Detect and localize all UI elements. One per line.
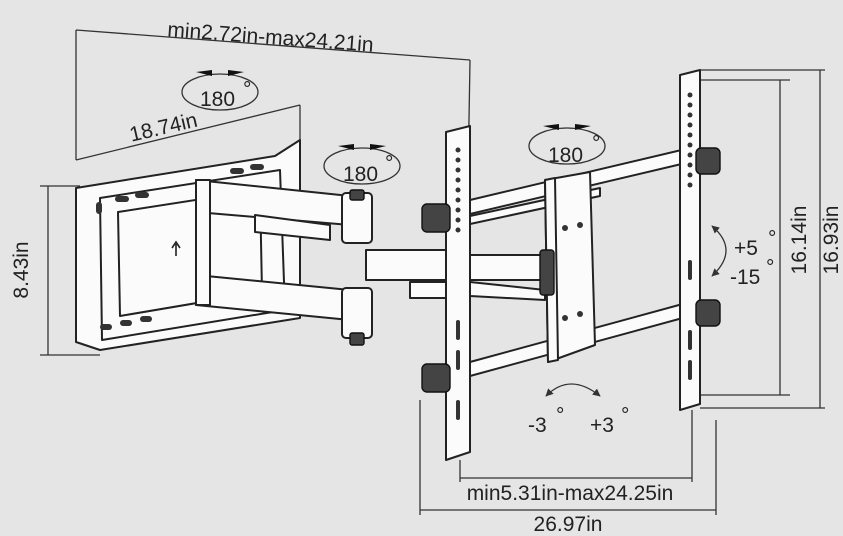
wall-width-label: 18.74in: [127, 109, 199, 147]
swivel-indicator-3: 180 °: [528, 124, 606, 167]
total-width-dimension: [419, 400, 717, 515]
rotate-left-label: -3: [528, 414, 547, 437]
wall-height-dimension: [40, 185, 100, 356]
tv-height-label: 16.93in: [820, 206, 843, 275]
swivel-label-1: 180: [200, 88, 235, 111]
swivel-label-3: 180: [548, 144, 583, 167]
swivel-label-2: 180: [343, 163, 378, 186]
tv-rail-height-dimension: [690, 79, 790, 396]
tilt-head: [539, 171, 596, 363]
left-vertical-rail: [421, 125, 471, 461]
degree-symbol-7: °: [621, 404, 629, 427]
wall-height-label: 8.43in: [10, 241, 33, 298]
degree-symbol-3: °: [592, 132, 600, 155]
swivel-indicator-1: 180 °: [181, 70, 259, 111]
wall-plate: [75, 139, 301, 351]
tv-rail-height-label: 16.14in: [788, 206, 811, 275]
right-vertical-rail: [679, 69, 721, 411]
rotation-indicator: -3 ° +3 °: [528, 383, 629, 437]
wall-width-dimension: [75, 104, 301, 161]
vesa-width-dimension: [459, 410, 693, 482]
first-arm: [195, 179, 373, 346]
degree-symbol-2: °: [385, 152, 393, 175]
swivel-indicator-2: 180 °: [323, 144, 401, 186]
degree-symbol-5: °: [766, 256, 774, 279]
vesa-width-label: min5.31in-max24.25in: [467, 482, 674, 505]
degree-symbol-1: °: [243, 78, 251, 101]
rotate-right-label: +3: [590, 414, 614, 437]
tilt-indicator: +5 ° -15 °: [711, 225, 776, 289]
total-width-label: 26.97in: [534, 513, 603, 536]
degree-symbol-4: °: [768, 227, 776, 250]
degree-symbol-6: °: [556, 404, 564, 427]
tv-height-dimension: [700, 69, 825, 409]
top-span-label: min2.72in-max24.21in: [167, 18, 375, 56]
tilt-down-label: -15: [730, 266, 760, 289]
tilt-up-label: +5: [734, 237, 758, 260]
